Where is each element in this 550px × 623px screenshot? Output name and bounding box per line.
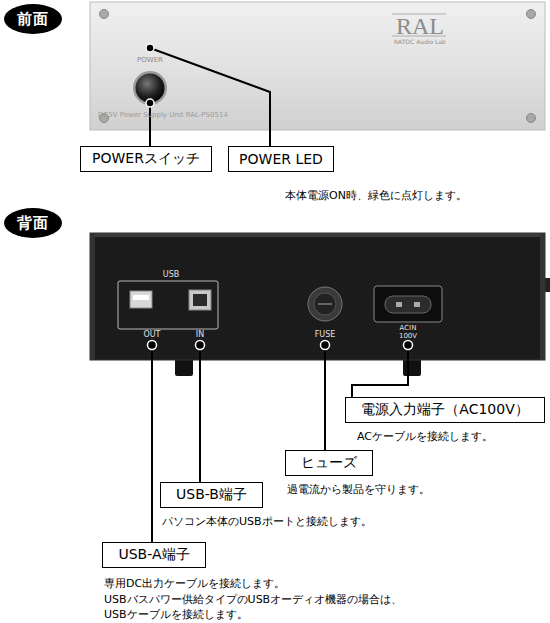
callout-box: USB-B端子 — [160, 482, 263, 508]
panel-text: ACIN 100V — [394, 325, 422, 340]
leader-line — [199, 360, 201, 482]
leader-line — [151, 360, 153, 542]
description-text: 専用DC出力ケーブルを接続します。 USBバスパワー供給タイプのUSBオーディオ… — [104, 576, 434, 623]
leader-start — [150, 48, 408, 360]
leader-line — [352, 360, 408, 397]
panel-text: OUT — [137, 331, 167, 340]
front-panel-art — [90, 2, 545, 130]
callout-box: USB-A端子 — [102, 542, 206, 568]
leader-line — [149, 130, 151, 146]
leader-line — [324, 360, 326, 450]
panel-text: IN — [185, 331, 215, 340]
panel-text: POWER — [135, 57, 165, 65]
description-text: 本体電源ON時、緑色に点灯します。 — [285, 188, 545, 204]
panel-text: RAL — [390, 13, 450, 39]
badge-text: 前面 — [17, 10, 49, 29]
panel-text: DC5V Power Supply Unit RAL-PS0514 — [98, 112, 298, 120]
callout-text: 電源入力端子（AC100V） — [361, 401, 528, 419]
panel-text: RATOC Audio Lab — [384, 39, 456, 46]
callout-box: POWER LED — [228, 146, 334, 172]
leader-line — [269, 130, 271, 146]
callout-text: POWERスイッチ — [92, 150, 200, 168]
description-text: 過電流から製品を守ります。 — [287, 482, 487, 498]
back-panel-art — [90, 233, 550, 376]
device-panel: USB OUT IN FUSE ACIN 100V — [90, 233, 545, 360]
description-text: ACケーブルを接続します。 — [357, 429, 547, 445]
device-panel: POWER RALRATOC Audio LabDC5V Power Supply… — [90, 2, 545, 130]
panel-text: USB — [156, 271, 186, 280]
callout-text: USB-A端子 — [118, 546, 189, 564]
callout-text: USB-B端子 — [176, 486, 247, 504]
callout-box: 電源入力端子（AC100V） — [345, 397, 545, 423]
callout-box: POWERスイッチ — [80, 146, 212, 172]
section-badge: 前面 — [4, 4, 62, 34]
badge-text: 背面 — [17, 214, 49, 233]
section-badge: 背面 — [4, 208, 62, 238]
callout-text: ヒューズ — [301, 454, 357, 472]
callout-text: POWER LED — [239, 151, 323, 167]
panel-text: FUSE — [305, 331, 345, 340]
callout-box: ヒューズ — [285, 450, 373, 476]
description-text: パソコン本体のUSBポートと接続します。 — [162, 514, 422, 530]
